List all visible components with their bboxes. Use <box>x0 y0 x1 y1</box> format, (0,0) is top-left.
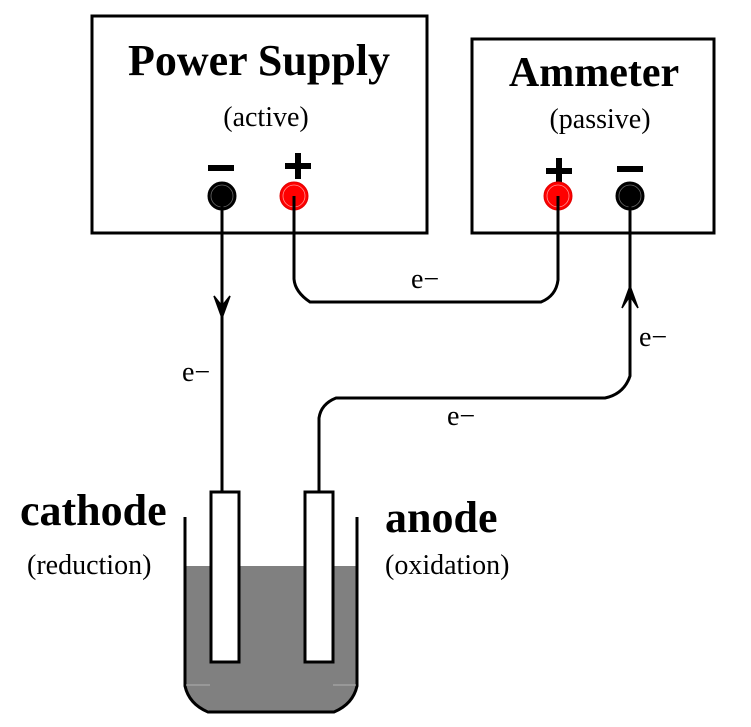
anode-electrode[interactable] <box>303 490 335 664</box>
electron-label-supply-to-ammeter: e− <box>411 264 439 295</box>
cathode-electrode[interactable] <box>209 490 241 664</box>
electron-label-ammeter-wire: e− <box>639 322 667 353</box>
ammeter-minus-sign <box>617 166 643 172</box>
ammeter-subtitle: (passive) <box>549 104 650 135</box>
anode-label: anode <box>385 493 497 542</box>
ammeter: Ammeter (passive) <box>470 37 716 235</box>
arrow-up-icon <box>621 283 639 309</box>
cathode-sublabel: (reduction) <box>27 550 151 581</box>
ammeter-plus-sign <box>546 158 572 184</box>
power-supply-title: Power Supply <box>128 36 390 85</box>
anode-sublabel: (oxidation) <box>385 550 509 581</box>
arrow-down-icon <box>213 295 231 321</box>
power-supply-box <box>90 14 429 235</box>
ammeter-title: Ammeter <box>509 50 679 96</box>
power-supply: Power Supply (active) <box>90 14 429 235</box>
wire-supply-to-ammeter <box>292 196 560 304</box>
ammeter-box <box>470 37 716 235</box>
power-supply-plus-sign <box>285 153 311 179</box>
beaker-wall <box>183 517 359 714</box>
electron-label-cathode-wire: e− <box>182 357 210 388</box>
power-supply-subtitle: (active) <box>223 102 309 133</box>
electron-label-anode-wire: e− <box>447 401 475 432</box>
power-supply-minus-sign <box>208 165 234 171</box>
cathode-label: cathode <box>20 486 167 535</box>
wire-anode-to-ammeter <box>317 196 632 492</box>
